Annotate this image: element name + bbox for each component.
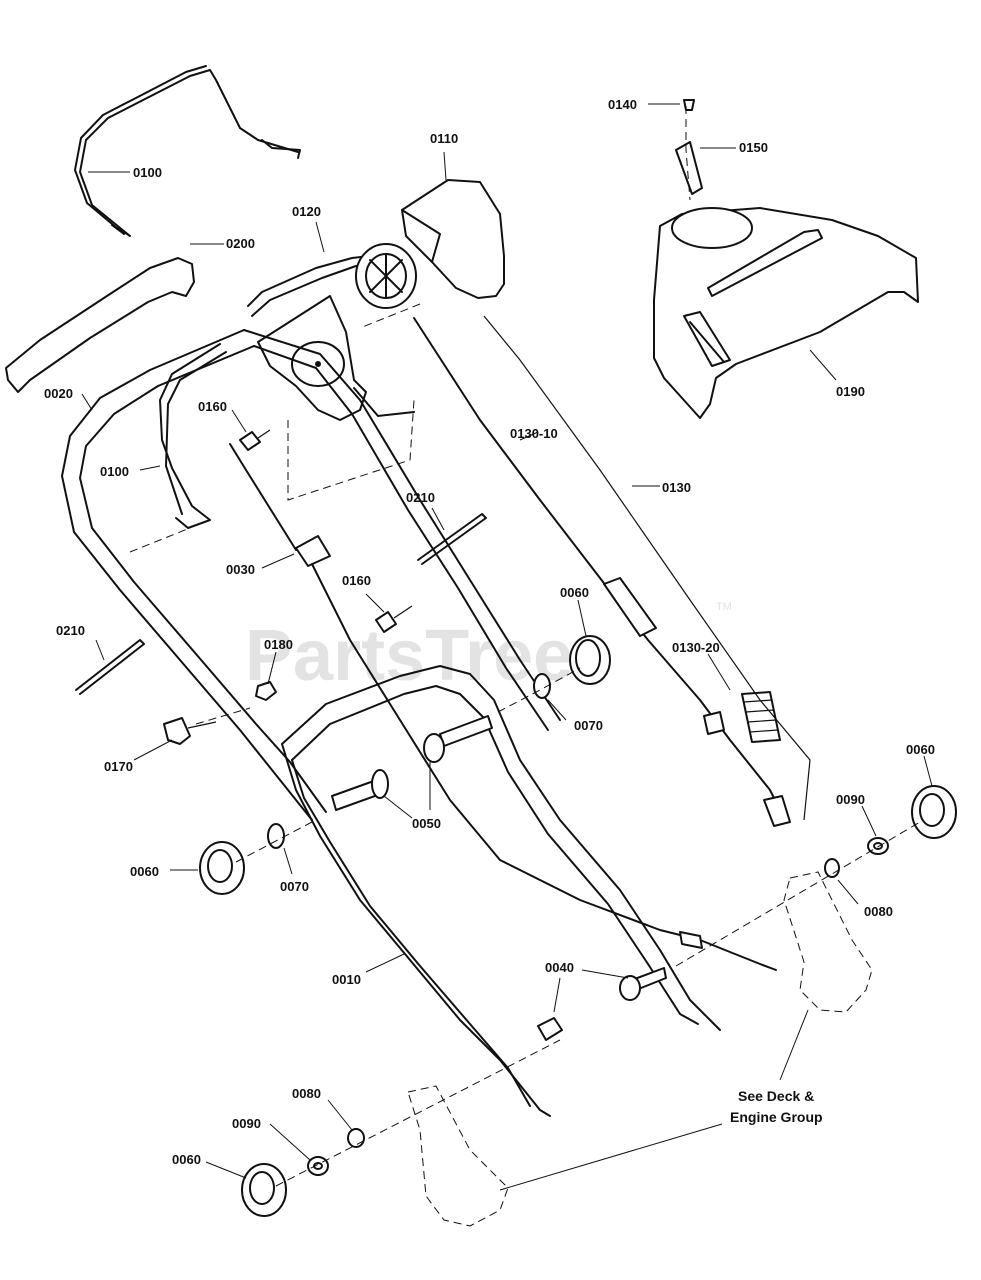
lower-handle[interactable] <box>281 665 721 1117</box>
screw-0040-lower[interactable] <box>537 1017 563 1041</box>
label-0020[interactable]: 0020 <box>44 386 73 401</box>
cable-clip[interactable] <box>295 535 331 567</box>
washer-0090-bottom[interactable] <box>307 1156 329 1176</box>
bolt-0050-b[interactable] <box>423 715 493 763</box>
label-0060-left[interactable]: 0060 <box>130 864 159 879</box>
watermark-trademark: TM <box>716 601 732 613</box>
leader-lines <box>81 103 933 1191</box>
clip-0170[interactable] <box>163 717 217 745</box>
cable-tie-lower[interactable] <box>75 639 145 695</box>
label-0030[interactable]: 0030 <box>226 562 255 577</box>
label-0100-lower[interactable]: 0100 <box>100 464 129 479</box>
label-0170[interactable]: 0170 <box>104 759 133 774</box>
label-0060-center[interactable]: 0060 <box>560 585 589 600</box>
washer-0070-left[interactable] <box>267 823 285 849</box>
reference-note-line1: See Deck & <box>738 1088 814 1104</box>
label-0190[interactable]: 0190 <box>836 384 865 399</box>
deck-bracket-right <box>783 871 873 1013</box>
bail-wire-upper[interactable] <box>74 65 301 237</box>
label-0040[interactable]: 0040 <box>545 960 574 975</box>
label-0140[interactable]: 0140 <box>608 97 637 112</box>
reference-note-line2: Engine Group <box>730 1109 823 1125</box>
label-0010[interactable]: 0010 <box>332 972 361 987</box>
bolt-0050-a[interactable] <box>331 769 389 811</box>
knob-0060-center[interactable] <box>569 635 611 685</box>
label-0100-upper[interactable]: 0100 <box>133 165 162 180</box>
label-0080-right[interactable]: 0080 <box>864 904 893 919</box>
label-0120[interactable]: 0120 <box>292 204 321 219</box>
label-0160-upper[interactable]: 0160 <box>198 399 227 414</box>
label-0080-bottom[interactable]: 0080 <box>292 1086 321 1101</box>
label-0090-bottom[interactable]: 0090 <box>232 1116 261 1131</box>
label-0110[interactable]: 0110 <box>430 131 458 146</box>
knob-0060-bottom[interactable] <box>241 1163 287 1217</box>
bolt-0040[interactable] <box>619 967 667 1001</box>
drive-cable[interactable] <box>229 443 777 971</box>
label-0130-20[interactable]: 0130-20 <box>672 640 720 655</box>
washer-0080-bottom[interactable] <box>347 1128 365 1148</box>
assembly-lines <box>129 106 921 1187</box>
label-0210-upper[interactable]: 0210 <box>406 490 435 505</box>
control-cover[interactable] <box>401 179 505 299</box>
deck-bracket-left <box>407 1085 509 1227</box>
label-0060-bottom[interactable]: 0060 <box>172 1152 201 1167</box>
cable-sheath[interactable] <box>483 315 811 821</box>
bail-wire-lower[interactable] <box>159 343 227 529</box>
label-0200[interactable]: 0200 <box>226 236 255 251</box>
cover-screw[interactable] <box>683 99 695 111</box>
label-0150[interactable]: 0150 <box>739 140 768 155</box>
label-0070-left[interactable]: 0070 <box>280 879 309 894</box>
upper-handle[interactable] <box>61 329 561 821</box>
label-0130[interactable]: 0130 <box>662 480 691 495</box>
knob-0060-left[interactable] <box>199 841 245 895</box>
screw-middle[interactable] <box>375 605 413 633</box>
control-cable[interactable] <box>413 317 791 827</box>
label-0050[interactable]: 0050 <box>412 816 441 831</box>
control-bracket[interactable] <box>247 243 417 421</box>
handle-grip[interactable] <box>5 257 195 393</box>
cover-strap[interactable] <box>675 141 703 195</box>
label-0160-middle[interactable]: 0160 <box>342 573 371 588</box>
watermark-text: PartsTree <box>245 616 573 696</box>
label-0130-10[interactable]: 0130-10 <box>510 426 558 441</box>
label-0070-right[interactable]: 0070 <box>574 718 603 733</box>
label-0090-right[interactable]: 0090 <box>836 792 865 807</box>
washer-0080-right[interactable] <box>824 858 840 878</box>
label-0210-lower[interactable]: 0210 <box>56 623 85 638</box>
knob-0060-right[interactable] <box>911 785 957 839</box>
washer-0090-right[interactable] <box>867 837 889 855</box>
label-0060-right[interactable]: 0060 <box>906 742 935 757</box>
cable-tie-upper[interactable] <box>417 513 487 565</box>
label-0180[interactable]: 0180 <box>264 637 293 652</box>
washer-0070-right[interactable] <box>533 673 551 699</box>
engine-shroud[interactable] <box>653 207 919 419</box>
screw-upper[interactable] <box>239 429 271 451</box>
